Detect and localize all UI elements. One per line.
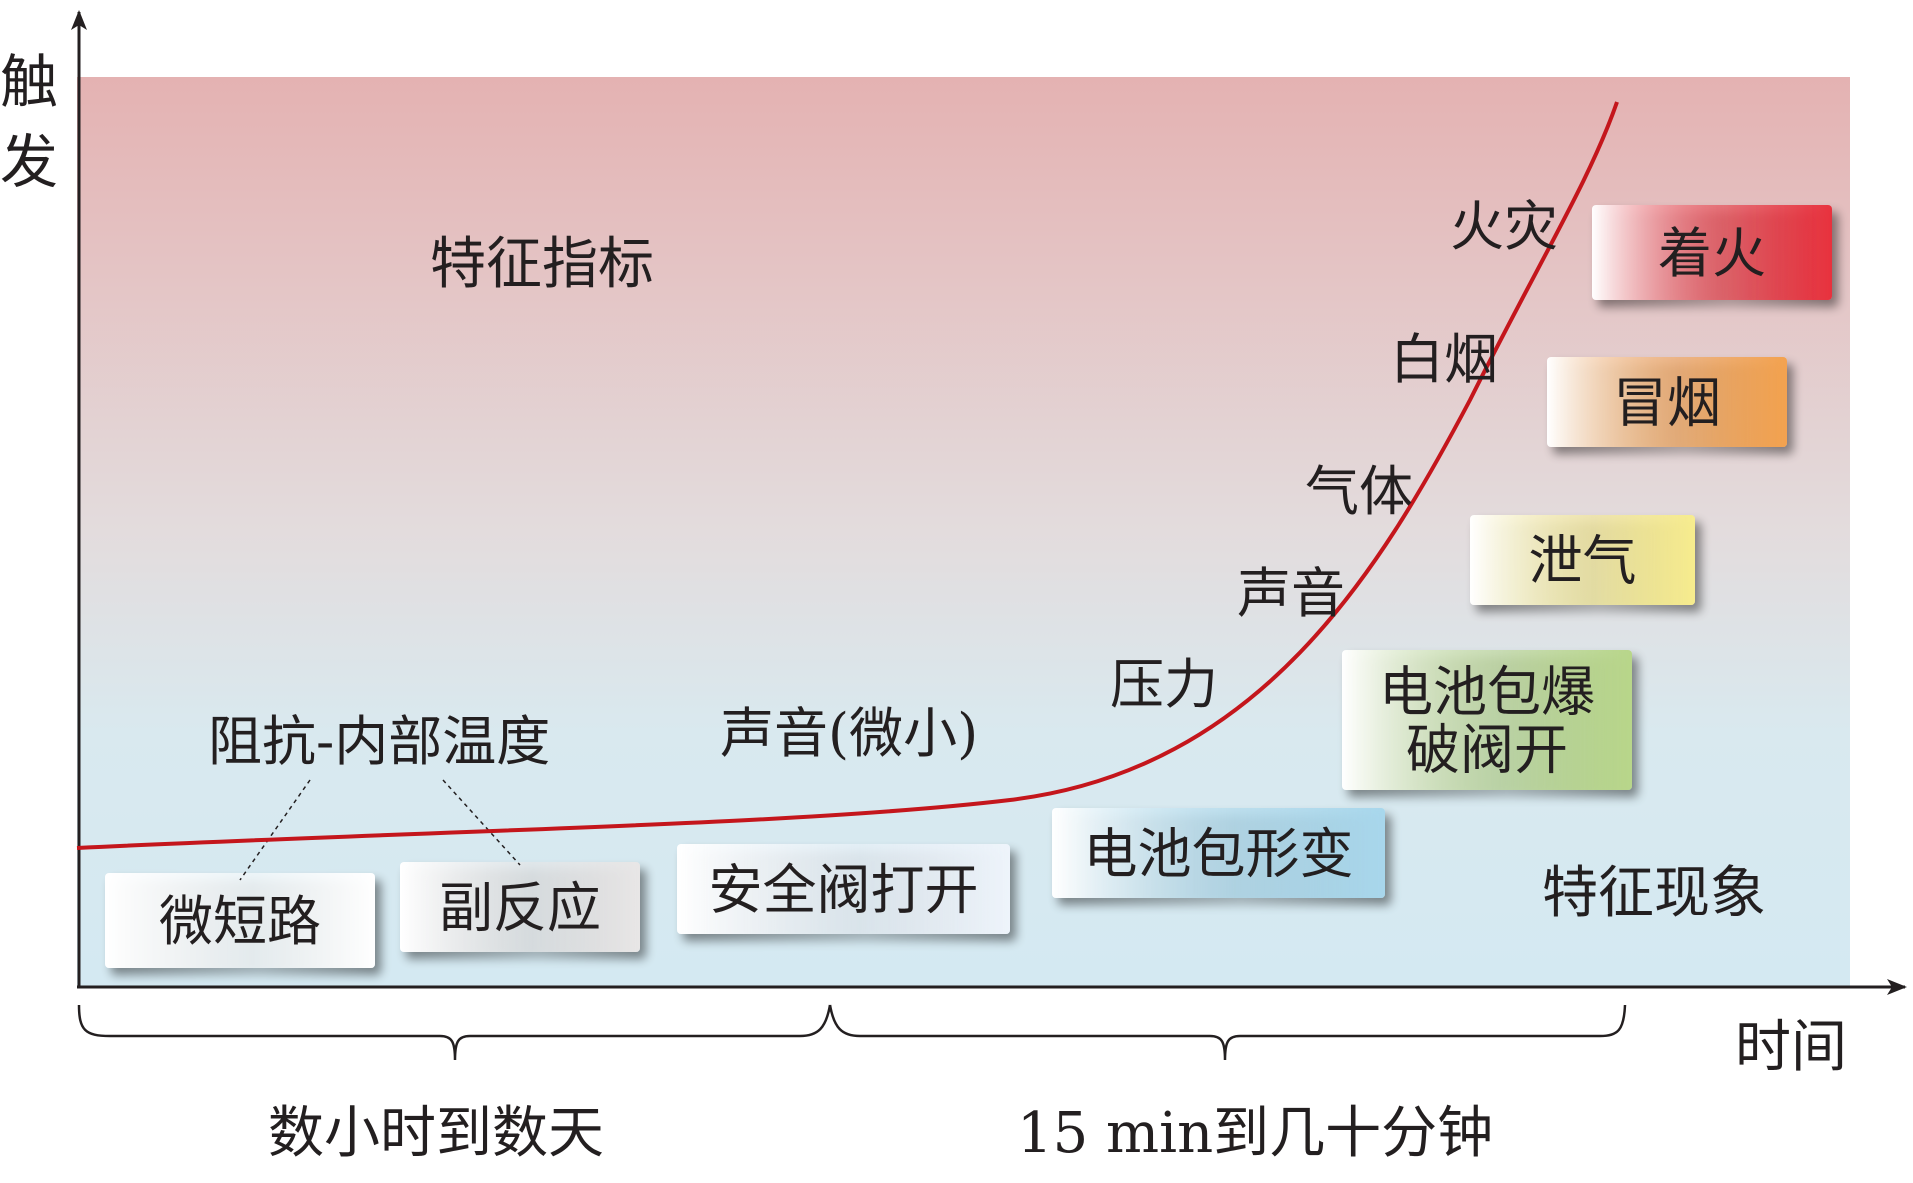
box-micro-short-circuit: 微短路	[105, 873, 375, 968]
box-pack-burst-valve-open-face	[1342, 650, 1632, 790]
y-axis-label-char-2: 发	[0, 128, 58, 196]
box-safety-valve-open-face	[677, 844, 1010, 934]
box-gas-venting-face	[1470, 515, 1695, 605]
box-pack-deformation: 电池包形变	[1052, 808, 1385, 898]
box-micro-short-circuit-label-1: 微短路	[159, 890, 321, 953]
x-axis-label: 时间	[1735, 1015, 1847, 1080]
box-gas-venting: 泄气	[1470, 515, 1695, 605]
box-safety-valve-open-label-1: 安全阀打开	[709, 858, 979, 921]
failure-trigger-curve	[76, 101, 1619, 850]
box-smoke: 冒烟	[1547, 357, 1787, 447]
y-axis-label-char-1: 触	[0, 48, 58, 116]
box-fire-face	[1592, 205, 1832, 300]
box-pack-deformation-label-1: 电池包形变	[1084, 822, 1354, 885]
box-gas-venting-label-1: 泄气	[1529, 529, 1637, 592]
phenomena-title: 特征现象	[1542, 861, 1766, 926]
box-smoke-face	[1547, 357, 1787, 447]
box-side-reaction: 副反应	[400, 862, 640, 952]
box-pack-burst-valve-open-label-1: 电池包爆	[1379, 660, 1595, 723]
time-span-long: 15 min到几十分钟	[1017, 1101, 1493, 1166]
box-micro-short-circuit-face	[105, 873, 375, 968]
label-fire-hazard: 火灾	[1450, 195, 1558, 258]
label-impedance-temperature: 阻抗-内部温度	[208, 710, 550, 773]
axes	[71, 10, 1907, 995]
box-safety-valve-open: 安全阀打开	[677, 844, 1010, 934]
leader-lines	[239, 779, 521, 881]
label-sound-slight: 声音(微小)	[720, 702, 978, 765]
time-span-short: 数小时到数天	[268, 1101, 604, 1166]
time-braces	[77, 1004, 1627, 1061]
brace-short-term	[77, 1004, 832, 1061]
label-pressure: 压力	[1110, 653, 1218, 716]
box-pack-burst-valve-open-label-2: 破阀开	[1406, 719, 1568, 782]
label-gas: 气体	[1305, 460, 1413, 523]
label-white-smoke: 白烟	[1390, 328, 1498, 391]
brace-long-term	[828, 1004, 1627, 1061]
box-side-reaction-label-1: 副反应	[439, 876, 601, 939]
box-fire-label-1: 着火	[1658, 222, 1766, 285]
leader-line-side-reaction	[442, 779, 521, 866]
box-side-reaction-face	[400, 862, 640, 952]
box-smoke-label-1: 冒烟	[1613, 371, 1721, 434]
box-pack-deformation-face	[1052, 808, 1385, 898]
label-sound: 声音	[1237, 562, 1345, 625]
indicators-title: 特征指标	[430, 232, 654, 297]
box-fire: 着火	[1592, 205, 1832, 300]
